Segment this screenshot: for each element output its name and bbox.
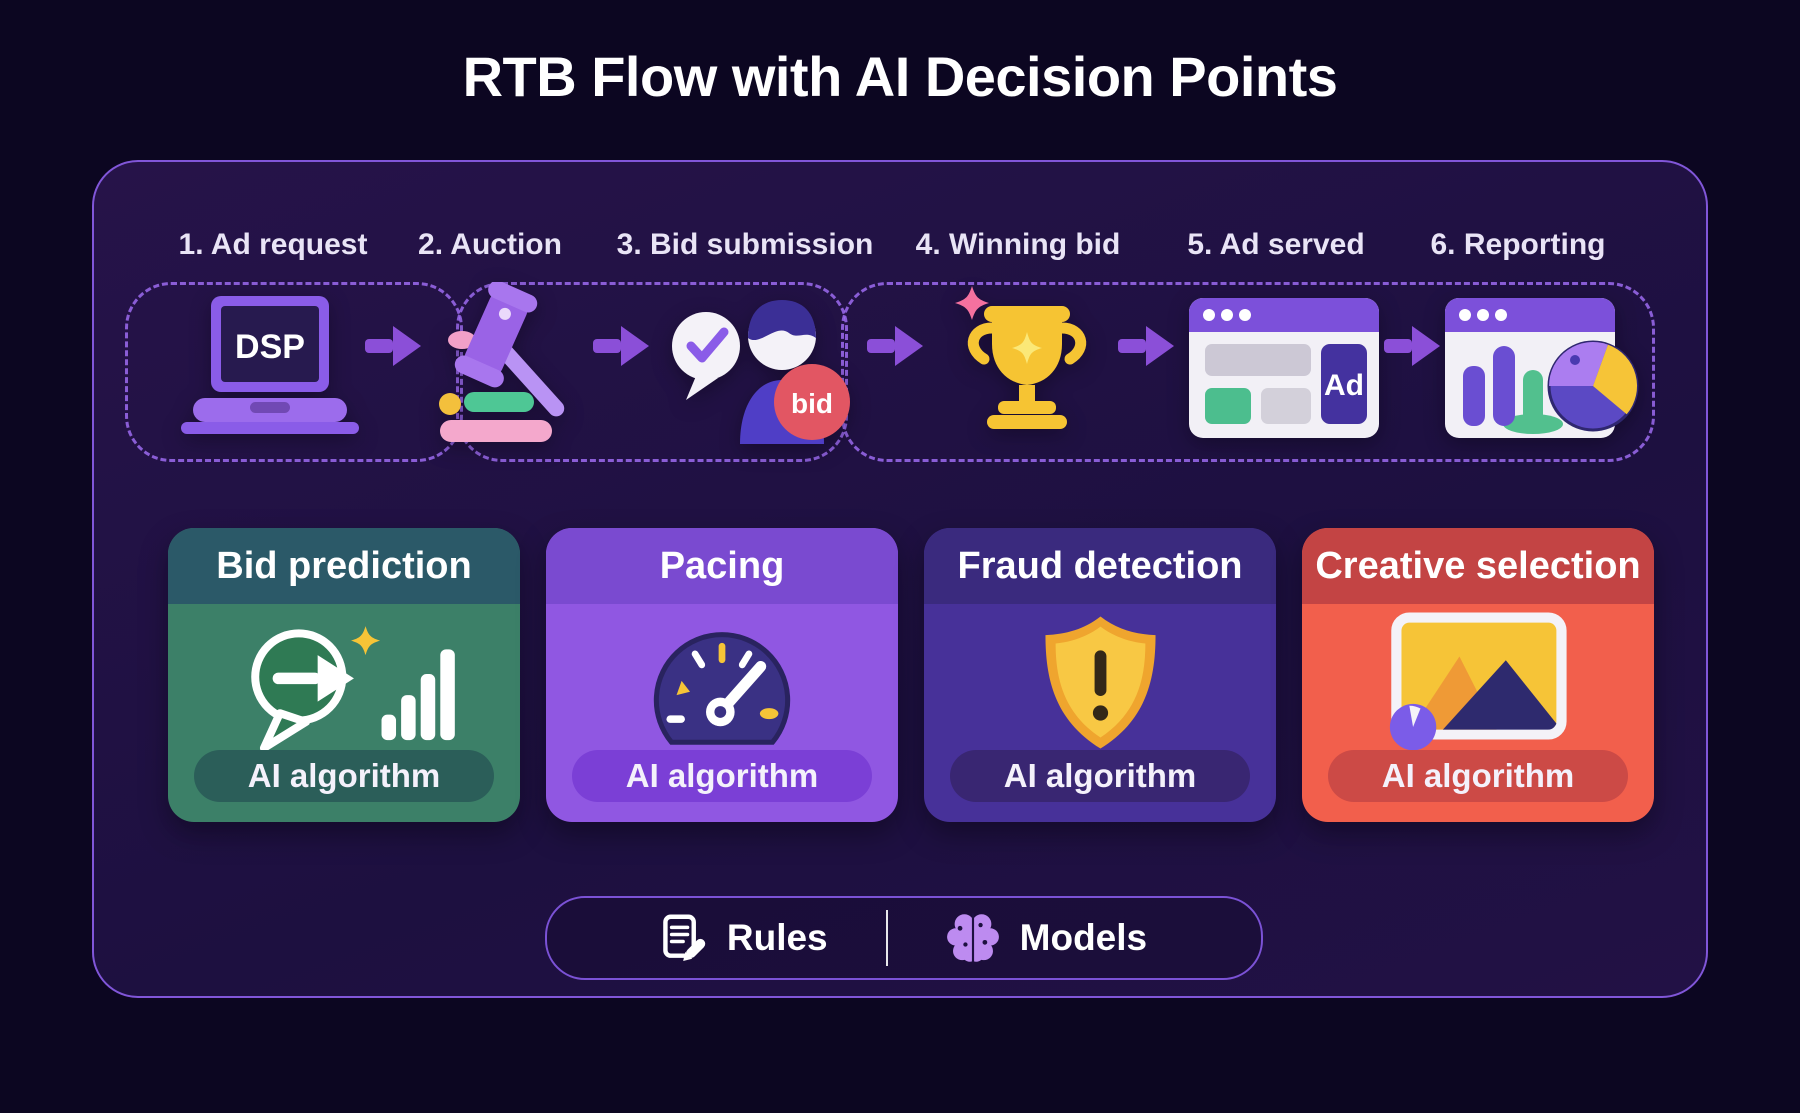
- step-label-bid-submission: 3. Bid submission: [616, 228, 874, 261]
- ai-pill-label: AI algorithm: [625, 757, 819, 794]
- dashed-group-auction: [456, 282, 848, 462]
- step-label-auction: 2. Auction: [418, 228, 562, 261]
- ai-algorithm-pill: AI algorithm: [1328, 750, 1628, 802]
- pink-sparkle-icon: [955, 286, 989, 320]
- card-title: Pacing: [659, 544, 785, 587]
- dashed-group-serving: [841, 282, 1655, 462]
- ai-algorithm-pill: AI algorithm: [572, 750, 872, 802]
- legend-rules-label: Rules: [726, 917, 828, 958]
- legend-divider: [885, 910, 888, 966]
- check-icon: [686, 327, 729, 363]
- card-header: Fraud detection: [924, 528, 1276, 604]
- legend-item-models: Models: [888, 912, 1205, 964]
- ad-box-text: Ad: [1324, 369, 1364, 402]
- step-label-reporting: 6. Reporting: [1430, 228, 1606, 261]
- card-fraud-detection: Fraud detection AI algorithm: [924, 528, 1276, 822]
- ai-pill-label: AI algorithm: [1381, 757, 1575, 794]
- page-title: RTB Flow with AI Decision Points: [462, 45, 1338, 108]
- ai-pill-label: AI algorithm: [1003, 757, 1197, 794]
- shield-alert-icon: [1044, 615, 1156, 749]
- flow-arrow-icon: [1118, 326, 1174, 366]
- card-header: Pacing: [546, 528, 898, 604]
- step-label-ad-served: 5. Ad served: [1187, 228, 1365, 261]
- image-icon: [1389, 611, 1567, 750]
- ai-pill-label: AI algorithm: [247, 757, 441, 794]
- brain-icon: [946, 913, 999, 962]
- legend-item-rules: Rules: [603, 913, 886, 963]
- card-header: Bid prediction: [168, 528, 520, 604]
- card-pacing: Pacing AI algorithm: [546, 528, 898, 822]
- ai-algorithm-pill: AI algorithm: [194, 750, 494, 802]
- card-bid-prediction: Bid prediction AI algorithm: [168, 528, 520, 822]
- trophy-icon: [955, 286, 1087, 429]
- step-label-winning-bid: 4. Winning bid: [915, 228, 1121, 261]
- flow-arrow-icon: [867, 326, 923, 366]
- trend-chart-icon: [250, 626, 455, 751]
- legend-models-label: Models: [1019, 917, 1148, 958]
- browser-ad-icon: Ad: [1189, 298, 1379, 438]
- bid-badge: [774, 364, 850, 440]
- dsp-screen-text: DSP: [235, 328, 305, 366]
- report-chart-icon: [1445, 298, 1639, 438]
- dsp-laptop-icon: DSP: [181, 296, 359, 434]
- rules-document-icon: [663, 914, 706, 961]
- card-creative-selection: Creative selection AI algorithm: [1302, 528, 1654, 822]
- legend: Rules Models: [545, 896, 1263, 980]
- bid-badge-text: bid: [791, 388, 833, 419]
- step-label-ad-request: 1. Ad request: [178, 228, 368, 261]
- ai-algorithm-pill: AI algorithm: [950, 750, 1250, 802]
- card-title: Bid prediction: [216, 544, 472, 587]
- flow-arrow-icon: [365, 326, 421, 366]
- bidder-icon: bid: [672, 300, 850, 444]
- flow-arrow-icon: [1384, 326, 1440, 366]
- flow-arrow-icon: [593, 326, 649, 366]
- gavel-icon: [439, 282, 565, 442]
- card-title: Fraud detection: [957, 544, 1243, 587]
- card-header: Creative selection: [1302, 528, 1654, 604]
- card-title: Creative selection: [1315, 544, 1641, 587]
- sparkle-icon: [350, 626, 380, 656]
- speedometer-icon: [653, 631, 791, 745]
